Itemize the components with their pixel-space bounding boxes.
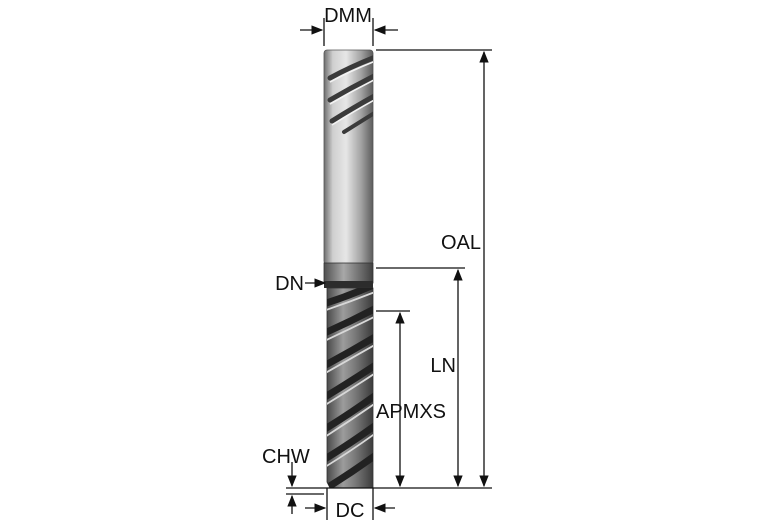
label-oal: OAL — [441, 232, 481, 254]
label-dc: DC — [336, 500, 365, 522]
neck-collar-edge — [324, 281, 373, 288]
neck-collar — [323, 262, 374, 284]
shank-grooves — [327, 53, 373, 134]
label-chw: CHW — [262, 446, 310, 468]
helical-flutes — [327, 288, 373, 488]
label-apmxs: APMXS — [376, 401, 446, 423]
label-dn: DN — [275, 273, 304, 295]
label-dmm: DMM — [324, 5, 372, 27]
dimension-labels: DMM OAL DN LN APMXS CHW DC — [262, 5, 481, 522]
end-mill-tool — [323, 49, 374, 489]
dimension-lines — [286, 18, 492, 520]
label-ln: LN — [430, 355, 456, 377]
